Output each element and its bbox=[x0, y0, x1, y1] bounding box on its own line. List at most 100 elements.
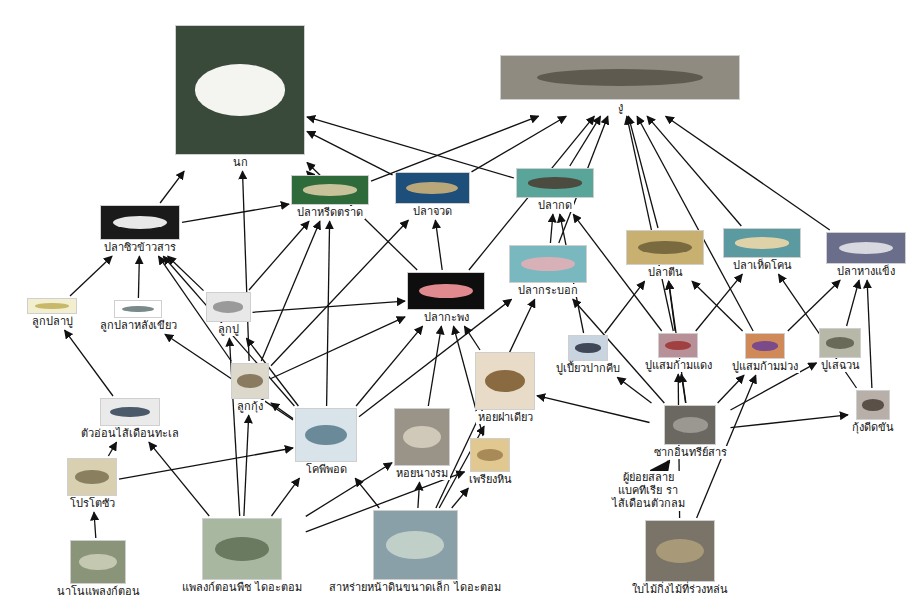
organism-label: ผู้ย่อยสลาย แบคทีเรีย รา ไส้เดือนตัวกลม bbox=[599, 471, 698, 511]
organism-label: โคพีพอด bbox=[304, 463, 349, 476]
organism-shape bbox=[752, 341, 779, 351]
organism-label: ปลาเห็ดโคน bbox=[731, 259, 794, 272]
organism-picture bbox=[500, 55, 740, 100]
organism-picture bbox=[395, 172, 470, 204]
organism-shape bbox=[122, 306, 154, 312]
organism-label: ปลากด bbox=[536, 199, 574, 212]
feeding-arrow bbox=[647, 116, 741, 226]
organism-shape bbox=[403, 426, 441, 448]
organism-picture bbox=[509, 245, 587, 283]
feeding-arrow bbox=[637, 116, 753, 331]
organism-label: เพรียงหิน bbox=[467, 473, 514, 486]
feeding-arrow bbox=[160, 171, 184, 203]
organism-picture bbox=[664, 405, 716, 445]
organism-label: สาหร่ายหน้าดินขนาดเล็ก ไดอะตอม bbox=[327, 581, 503, 594]
organism-label: นาโนแพลงก์ตอน bbox=[55, 585, 142, 598]
organism-node: ปูแสมก้ามแดง bbox=[643, 333, 714, 372]
organism-label: ตัวอ่อนไส้เดือนทะเล bbox=[79, 427, 181, 440]
feeding-arrow bbox=[307, 117, 514, 178]
organism-shape bbox=[839, 242, 894, 254]
organism-picture bbox=[100, 398, 160, 426]
organism-shape bbox=[195, 64, 285, 115]
organism-shape bbox=[237, 374, 262, 388]
organism-label: ปลาตีน bbox=[646, 266, 685, 279]
feeding-arrow bbox=[261, 221, 320, 361]
feeding-arrow bbox=[327, 221, 330, 406]
organism-picture bbox=[114, 300, 162, 318]
organism-picture bbox=[723, 228, 801, 258]
organism-picture bbox=[645, 520, 715, 582]
feeding-arrow bbox=[696, 274, 743, 331]
feeding-arrow bbox=[435, 220, 442, 270]
feeding-arrow bbox=[94, 512, 96, 538]
organism-shape bbox=[656, 539, 704, 563]
feeding-arrow bbox=[664, 461, 669, 468]
organism-shape bbox=[215, 537, 270, 561]
organism-node: ปลาซิวข้าวสาร bbox=[100, 205, 180, 254]
organism-node: ลูกปลาบู่ bbox=[27, 298, 77, 328]
feeding-arrow bbox=[681, 374, 685, 403]
feeding-arrow bbox=[788, 280, 840, 331]
organism-node: ปลากด bbox=[516, 168, 594, 212]
organism-picture bbox=[626, 230, 704, 265]
organism-shape bbox=[419, 284, 472, 298]
feeding-arrow bbox=[253, 301, 406, 312]
organism-label: ใบไม้กิ่งไม้ที่ร่วงหล่น bbox=[630, 583, 730, 596]
organism-picture bbox=[516, 168, 594, 198]
organism-label: ปูแสมก้ามแดง bbox=[643, 359, 714, 372]
feeding-arrow bbox=[65, 330, 113, 396]
organism-shape bbox=[35, 303, 69, 309]
organism-node: ลูกปู bbox=[206, 292, 251, 336]
organism-picture bbox=[291, 175, 369, 205]
organism-shape bbox=[665, 341, 692, 350]
organism-shape bbox=[213, 301, 243, 312]
feeding-arrow bbox=[847, 280, 860, 326]
organism-node: ปูเปี้ยวปากคีบ bbox=[554, 335, 622, 375]
organism-shape bbox=[528, 177, 581, 188]
organism-picture bbox=[175, 25, 305, 155]
organism-node: ปลากะพง bbox=[407, 272, 485, 324]
feeding-arrow bbox=[464, 326, 480, 350]
organism-node: งู bbox=[500, 55, 740, 114]
organism-shape bbox=[110, 407, 151, 417]
feeding-arrow bbox=[149, 442, 209, 516]
organism-label: ปูเปี้ยวปากคีบ bbox=[554, 362, 622, 375]
feeding-arrow bbox=[731, 415, 849, 428]
organism-picture bbox=[475, 352, 535, 410]
organism-picture bbox=[856, 390, 890, 420]
organism-label: ปูเสฉวน bbox=[819, 359, 862, 372]
organism-node: ปูเสฉวน bbox=[819, 328, 862, 372]
organism-label: กุ้งดีดขัน bbox=[850, 421, 896, 434]
organism-shape bbox=[735, 237, 788, 248]
feeding-arrow bbox=[119, 448, 293, 479]
organism-picture bbox=[100, 205, 180, 240]
feeding-arrow bbox=[573, 299, 665, 403]
organism-picture bbox=[826, 232, 906, 264]
feeding-arrow bbox=[718, 375, 744, 403]
organism-node: ตัวอ่อนไส้เดือนทะเล bbox=[79, 398, 181, 440]
organism-label: ปูแสมก้ามม่วง bbox=[730, 360, 800, 373]
organism-node: หอยฝาเดียว bbox=[475, 352, 535, 424]
feeding-arrow bbox=[472, 116, 567, 172]
organism-node: ใบไม้กิ่งไม้ที่ร่วงหล่น bbox=[630, 520, 730, 596]
feeding-arrow bbox=[452, 488, 469, 508]
organism-picture bbox=[745, 333, 785, 359]
organism-label: ปลากะพง bbox=[422, 311, 471, 324]
feeding-arrow bbox=[307, 171, 309, 173]
organism-node: แพลงก์ตอนพืช ไดอะตอม bbox=[180, 518, 304, 594]
organism-label: ปลาซิวข้าวสาร bbox=[102, 241, 178, 254]
organism-node: หอยนางรม bbox=[394, 408, 450, 480]
feeding-arrow bbox=[605, 281, 645, 333]
organism-node: เพรียงหิน bbox=[467, 438, 514, 486]
organism-node: ปูแสมก้ามม่วง bbox=[730, 333, 800, 373]
feeding-arrow bbox=[428, 326, 441, 406]
organism-shape bbox=[485, 370, 526, 392]
organism-shape bbox=[638, 241, 691, 254]
organism-picture bbox=[394, 408, 450, 466]
organism-picture bbox=[27, 298, 77, 314]
feeding-arrow bbox=[272, 478, 300, 516]
feeding-arrow bbox=[666, 116, 830, 230]
organism-node: ผู้ย่อยสลาย แบคทีเรีย รา ไส้เดือนตัวกลม bbox=[599, 470, 698, 511]
organism-picture bbox=[202, 518, 282, 580]
